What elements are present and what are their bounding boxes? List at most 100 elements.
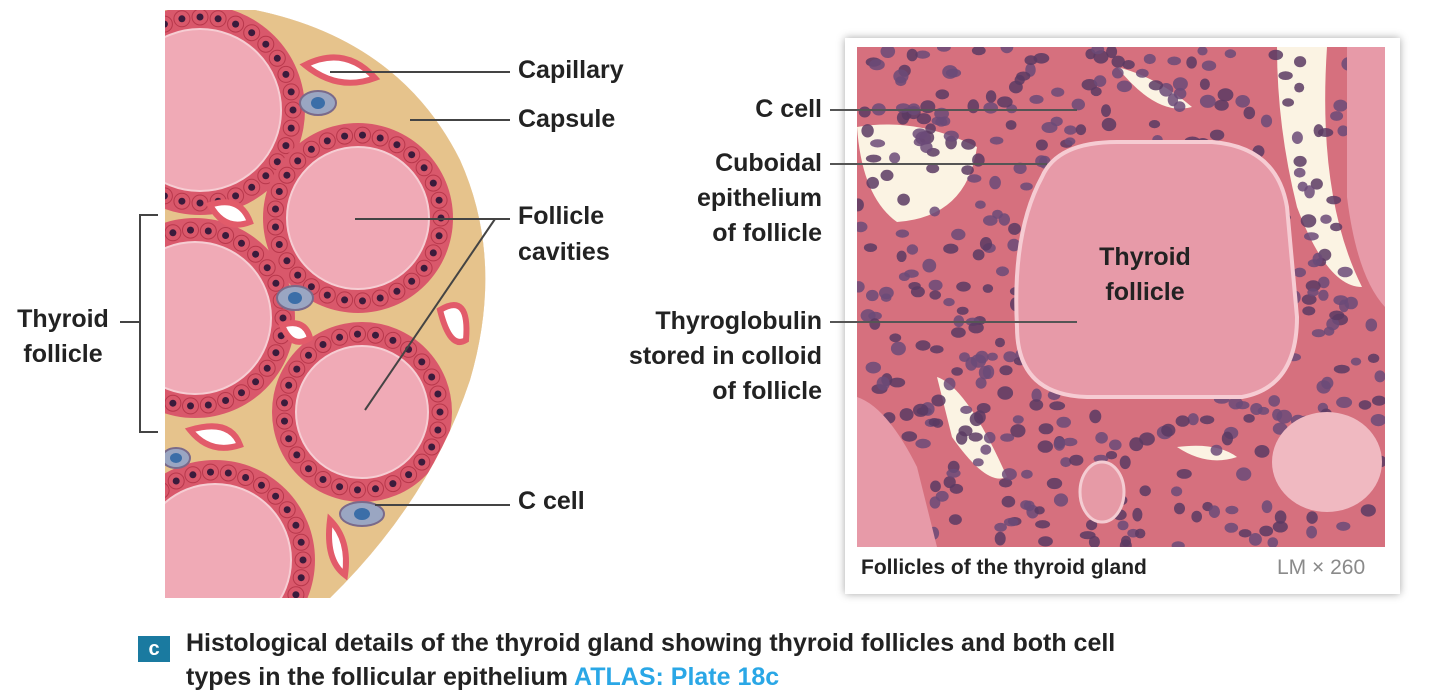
micrograph-nucleus xyxy=(1333,100,1347,112)
micrograph-nucleus xyxy=(1336,522,1350,531)
micrograph-nucleus xyxy=(915,131,931,144)
follicular-cell-nucleus xyxy=(298,539,305,546)
micrograph-nucleus xyxy=(1056,417,1071,428)
micrograph-nucleus xyxy=(1101,104,1111,117)
follicular-cell-nucleus xyxy=(111,71,118,78)
micrograph-nucleus xyxy=(1317,380,1331,393)
follicular-cell-nucleus xyxy=(293,451,300,458)
follicular-cell-nucleus xyxy=(111,142,118,149)
follicular-cell-nucleus xyxy=(377,295,384,302)
follicular-cell-nucleus xyxy=(436,197,443,204)
follicular-cell-nucleus xyxy=(300,557,307,564)
follicular-cell-nucleus xyxy=(232,21,239,28)
micrograph-nucleus xyxy=(1250,403,1262,415)
follicular-cell-nucleus xyxy=(280,315,287,322)
micrograph-nucleus xyxy=(1306,511,1317,524)
follicular-cell-nucleus xyxy=(282,71,289,78)
follicular-cell-nucleus xyxy=(372,485,379,492)
follicular-cell-nucleus xyxy=(308,146,315,153)
follicular-cell-nucleus xyxy=(272,493,279,500)
follicular-cell-nucleus xyxy=(284,607,291,610)
follicular-cell xyxy=(140,495,156,511)
micrograph-nucleus xyxy=(983,102,998,113)
micrograph-nucleus xyxy=(1034,506,1044,514)
micrograph-nucleus xyxy=(1243,414,1254,423)
micrograph-nucleus xyxy=(1076,124,1086,135)
micrograph-nucleus xyxy=(983,215,998,226)
follicle-left-colloid xyxy=(119,242,271,394)
follicular-cell-nucleus xyxy=(341,296,348,303)
follicular-cell-nucleus xyxy=(290,107,297,114)
label-capsule: Capsule xyxy=(518,102,615,137)
micrograph-nucleus xyxy=(870,139,885,147)
micrograph-nucleus xyxy=(995,532,1006,546)
micrograph-nucleus xyxy=(989,176,1001,189)
follicular-cell-nucleus xyxy=(131,41,138,48)
micrograph-nucleus xyxy=(896,103,911,113)
follicular-cell xyxy=(140,609,156,610)
follicular-cell-nucleus xyxy=(272,224,279,231)
micrograph-nucleus xyxy=(1136,69,1149,78)
micrograph-nucleus xyxy=(929,280,943,291)
micrograph-nucleus xyxy=(897,194,910,206)
follicular-cell-nucleus xyxy=(430,180,437,187)
micrograph-nucleus xyxy=(897,251,907,262)
follicular-cell-nucleus xyxy=(145,29,152,36)
micrograph-nucleus xyxy=(877,377,890,391)
micrograph-nucleus xyxy=(995,338,1005,347)
micrograph-nucleus xyxy=(1112,68,1124,79)
micrograph-nucleus xyxy=(907,244,918,254)
atlas-link[interactable]: ATLAS: Plate 18c xyxy=(574,663,779,691)
micrograph-nucleus xyxy=(1294,156,1307,167)
micrograph-nucleus xyxy=(1064,125,1077,134)
micrograph-nucleus xyxy=(999,365,1012,375)
micrograph-nucleus xyxy=(881,170,894,181)
follicular-cell-nucleus xyxy=(173,478,180,485)
micrograph-nucleus xyxy=(889,333,901,342)
follicular-cell-nucleus xyxy=(252,378,259,385)
micrograph-nucleus xyxy=(1177,469,1192,479)
follicular-cell-nucleus xyxy=(283,172,290,179)
micrograph-nucleus xyxy=(902,431,918,441)
micrograph-nucleus xyxy=(1307,288,1318,296)
micrograph-nucleus xyxy=(1009,81,1023,94)
follicular-cell-nucleus xyxy=(430,249,437,256)
micrograph-nucleus xyxy=(1200,79,1210,90)
micrograph-nucleus xyxy=(866,177,879,189)
micrograph-nucleus xyxy=(997,386,1013,399)
micrograph-nucleus xyxy=(1320,215,1331,224)
micrograph-nucleus xyxy=(930,481,941,493)
micrograph-nucleus xyxy=(889,152,900,163)
micrograph-nucleus xyxy=(1047,478,1062,489)
follicular-cell-nucleus xyxy=(288,125,295,132)
micrograph-nucleus xyxy=(915,439,930,449)
micrograph-nucleus xyxy=(869,59,885,70)
follicular-cell-nucleus xyxy=(158,487,165,494)
follicular-cell xyxy=(106,138,122,154)
micrograph-nucleus xyxy=(973,249,985,260)
micrograph-nucleus xyxy=(1318,128,1333,137)
micrograph-nucleus xyxy=(1210,130,1224,141)
follicular-cell-nucleus xyxy=(408,151,415,158)
follicular-cell-nucleus xyxy=(222,232,229,239)
follicular-cell-nucleus xyxy=(135,514,142,521)
follicular-cell-nucleus xyxy=(324,292,331,299)
micrograph-nucleus xyxy=(881,294,892,302)
follicular-cell-nucleus xyxy=(320,341,327,348)
follicular-cell-nucleus xyxy=(197,200,204,207)
micrograph-nucleus xyxy=(931,395,945,407)
follicular-cell-nucleus xyxy=(281,399,288,406)
follicular-cell-nucleus xyxy=(418,358,425,365)
micrograph-nucleus xyxy=(977,403,991,413)
micrograph-nucleus xyxy=(1211,445,1223,456)
follicular-cell-nucleus xyxy=(359,132,366,139)
follicular-cell-nucleus xyxy=(169,229,176,236)
follicular-cell-nucleus xyxy=(124,565,131,572)
micrograph-nucleus xyxy=(975,351,988,364)
follicular-cell-nucleus xyxy=(124,548,131,555)
micrograph-nucleus xyxy=(1339,300,1349,313)
follicular-cell-nucleus xyxy=(248,29,255,36)
follicular-cell-nucleus xyxy=(125,257,132,264)
follicular-cell-nucleus xyxy=(105,125,112,132)
follicular-cell-nucleus xyxy=(252,251,259,258)
